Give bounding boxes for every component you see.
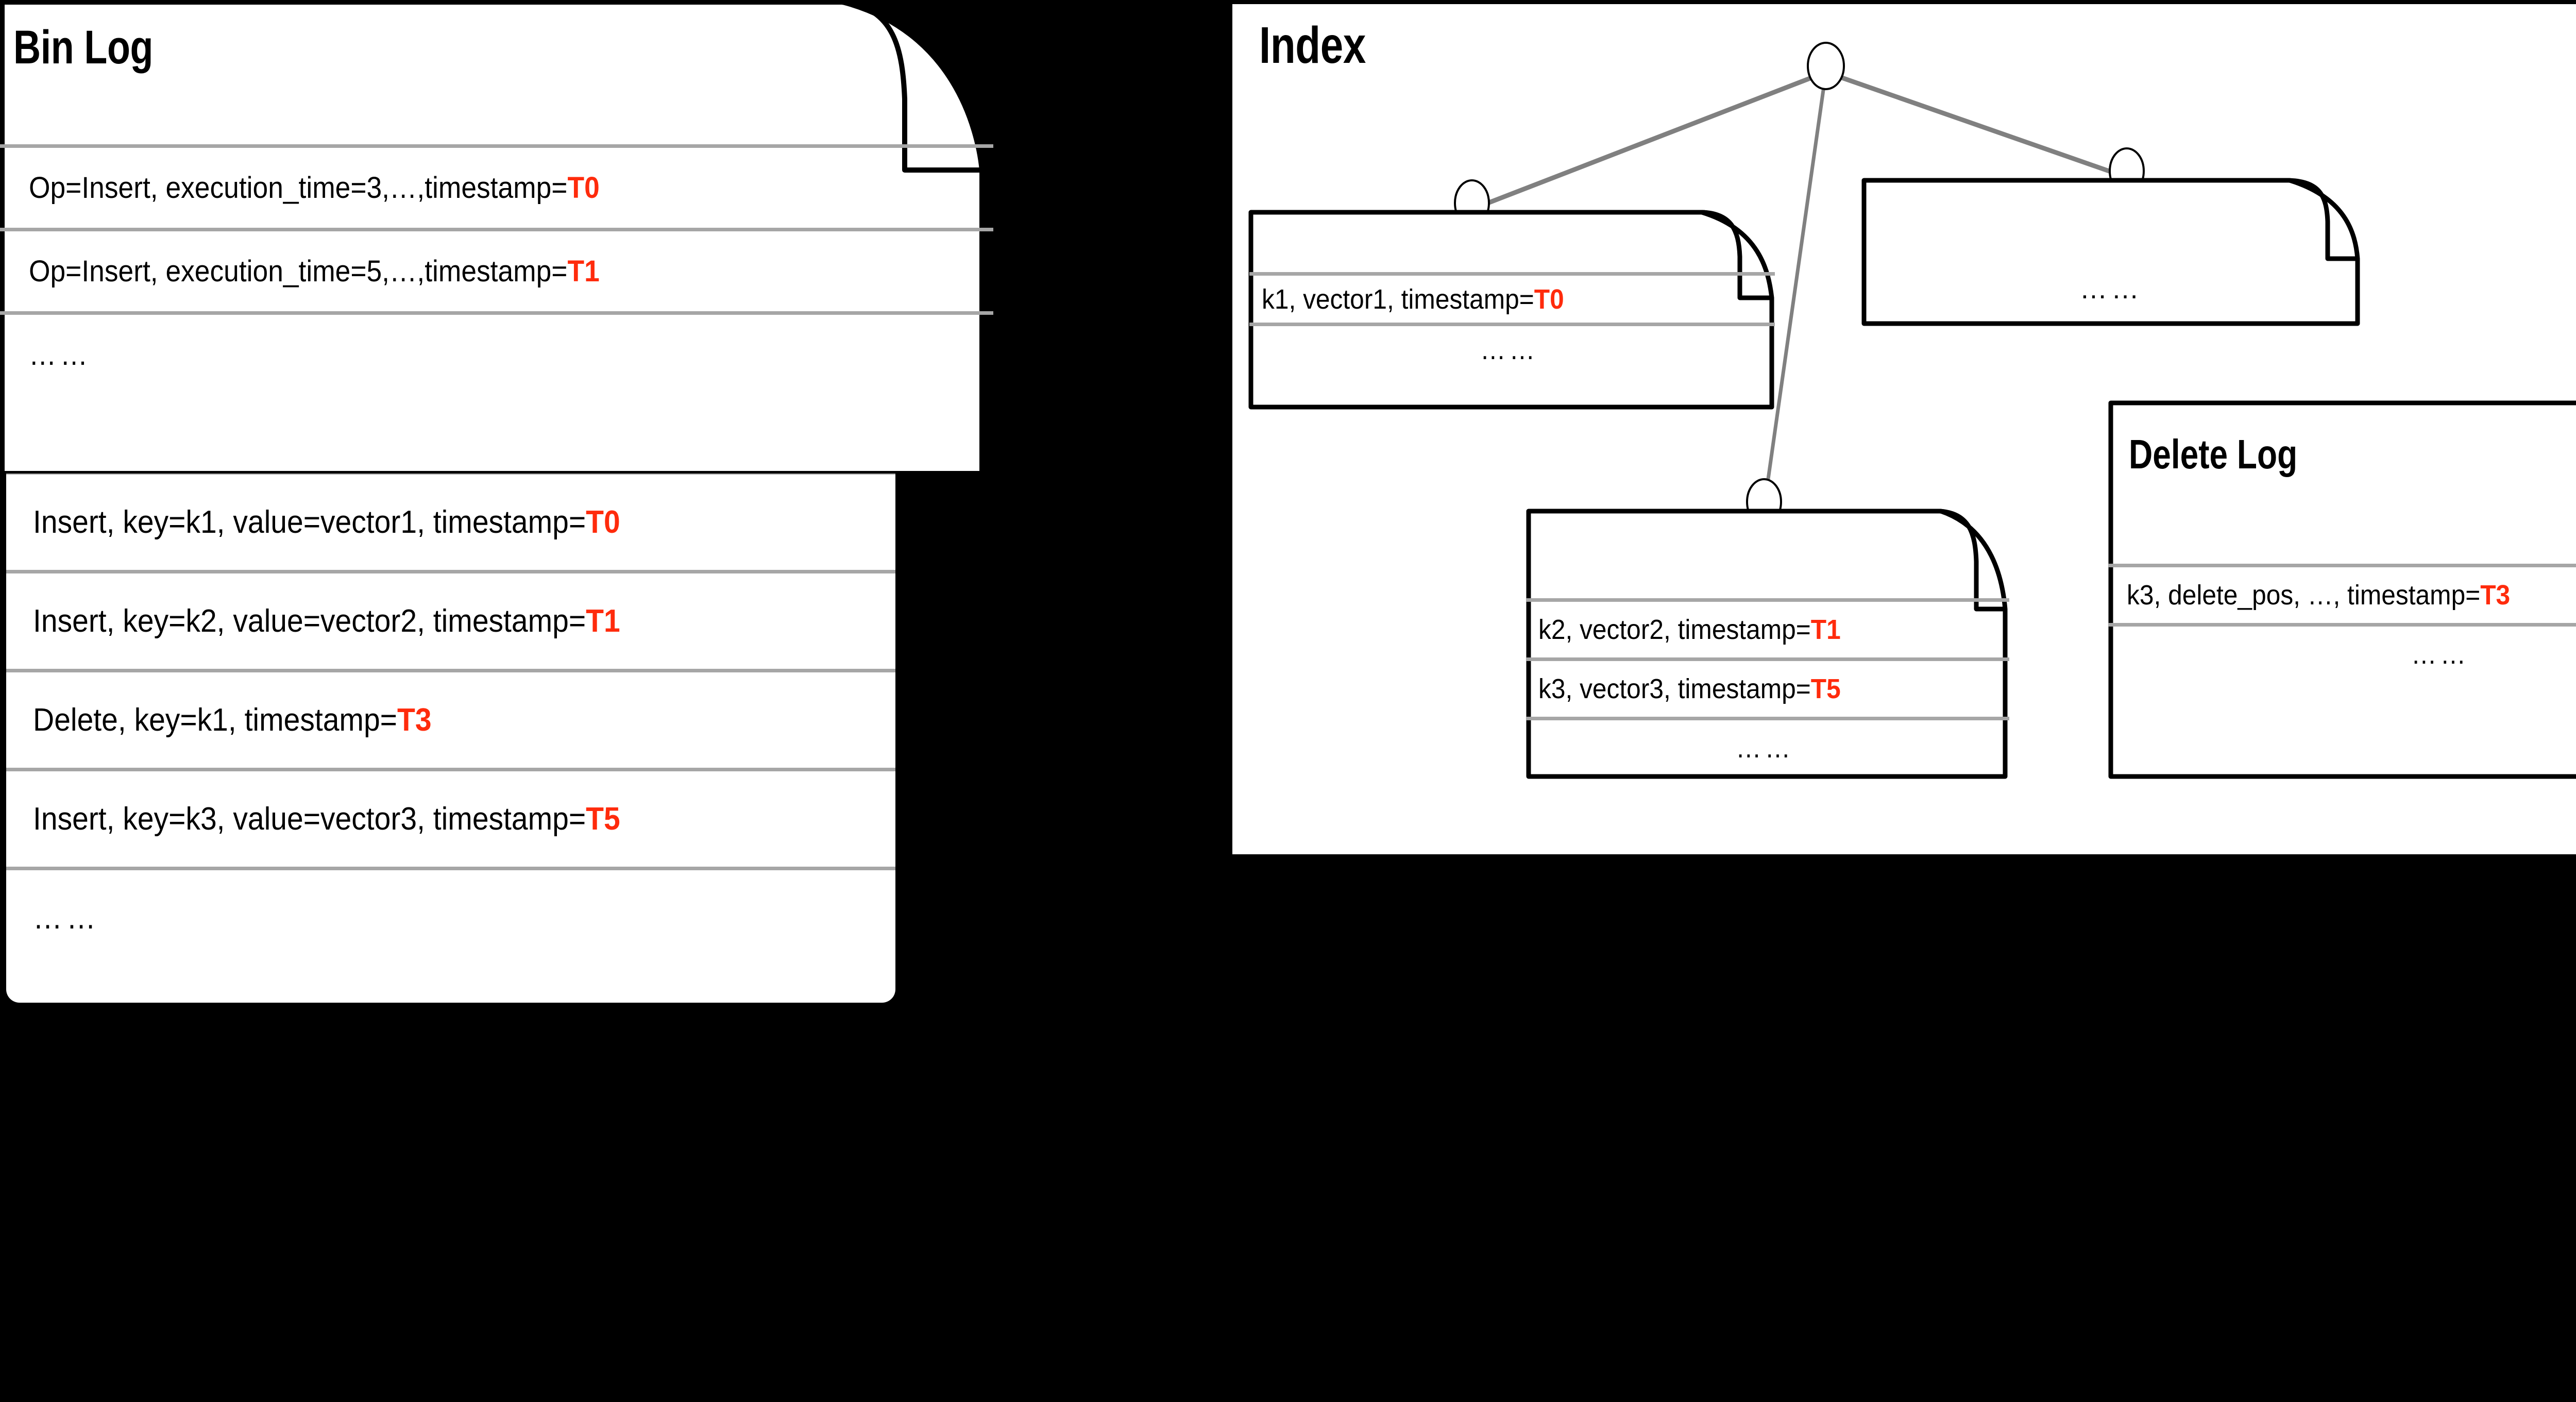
ellipsis-text: …… [1480,334,1539,365]
tree-node-root-circle [1807,42,1845,90]
tree-edge-root-to-k2 [1762,72,1828,509]
index-row: k3, vector3, timestamp=T5 [1526,657,2009,717]
bin-log-row: Op=Insert, execution_time=5,…,timestamp=… [0,228,993,311]
wal-row-list: Insert, key=k1, value=vector1, timestamp… [6,471,895,966]
timestamp-value: T3 [397,702,432,738]
wal-row: Delete, key=k1, timestamp=T3 [6,669,895,768]
bin-log-panel: Bin Log Op=Insert, execution_time=3,…,ti… [0,0,993,474]
index-node-k1-rows: k1, vector1, timestamp=T0 …… [1249,272,1775,373]
index-row-ellipsis: …… [1249,323,1775,373]
timestamp-value: T1 [1810,614,1841,645]
index-row: k2, vector2, timestamp=T1 [1526,598,2009,657]
timestamp-value: T1 [567,255,600,288]
wal-row-text: Insert, key=k1, value=vector1, timestamp… [33,504,620,540]
bin-log-row-list: Op=Insert, execution_time=3,…,timestamp=… [0,144,993,395]
index-title: Index [1259,16,1366,74]
wal-row-ellipsis: …… [6,867,895,966]
document-shape [1248,210,1774,410]
index-node-k2-rows: k2, vector2, timestamp=T1 k3, vector3, t… [1526,598,2009,776]
index-node-k1: k1, vector1, timestamp=T0 …… [1248,209,1775,410]
bin-log-row: Op=Insert, execution_time=3,…,timestamp=… [0,144,993,228]
timestamp-value: T0 [567,171,600,205]
timestamp-value: T0 [586,504,620,540]
ellipsis-text: …… [1736,733,1794,764]
delete-log-title: Delete Log [2129,431,2298,477]
document-shape [1526,509,2008,779]
wal-row-text: Insert, key=k3, value=vector3, timestamp… [33,801,620,837]
delete-log-node: Delete Log k3, delete_pos, …, timestamp=… [2108,400,2576,779]
index-row-text: k3, vector3, timestamp=T5 [1538,673,1841,704]
delete-log-row-ellipsis: …… [2108,623,2576,682]
index-row-text: k2, vector2, timestamp=T1 [1538,614,1841,645]
bin-log-row-text: Op=Insert, execution_time=5,…,timestamp=… [29,255,600,288]
bin-log-title: Bin Log [13,21,154,74]
index-row: k1, vector1, timestamp=T0 [1249,272,1775,323]
tree-edge-root-to-k1 [1471,70,1827,212]
index-panel: Index k1, vector1, timestamp=T0 …… [1232,4,2576,854]
timestamp-value: T0 [1534,283,1564,315]
wal-row: Insert, key=k2, value=vector2, timestamp… [6,570,895,669]
bin-log-row-text: Op=Insert, execution_time=3,…,timestamp=… [29,171,600,205]
index-node-k2: k2, vector2, timestamp=T1 k3, vector3, t… [1526,508,2009,779]
delete-log-row: k3, delete_pos, …, timestamp=T3 [2108,564,2576,623]
timestamp-value: T1 [586,603,620,639]
wal-row: Insert, key=k3, value=vector3, timestamp… [6,768,895,867]
timestamp-value: T5 [1810,673,1841,704]
tree-edge-root-to-right [1825,70,2128,180]
wal-row-text: Delete, key=k1, timestamp=T3 [33,702,432,738]
ellipsis-text: …… [2411,639,2470,670]
wal-row: Insert, key=k1, value=vector1, timestamp… [6,471,895,570]
bin-log-row-ellipsis: …… [0,311,993,395]
document-shape [2108,400,2576,779]
document-shape [0,0,985,474]
ellipsis-text: …… [2079,274,2143,305]
index-node-right: …… [1861,177,2361,326]
timestamp-value: T5 [586,801,620,837]
delete-log-row-text: k3, delete_pos, …, timestamp=T3 [2127,580,2511,611]
index-row-ellipsis: …… [1526,717,2009,776]
delete-log-rows: k3, delete_pos, …, timestamp=T3 …… [2108,564,2576,682]
ellipsis-text: …… [29,338,92,371]
wal-row-text: Insert, key=k2, value=vector2, timestamp… [33,603,620,639]
index-row-text: k1, vector1, timestamp=T0 [1262,283,1564,315]
document-shape [1861,178,2360,326]
ellipsis-text: …… [33,900,100,936]
timestamp-value: T3 [2480,580,2511,611]
